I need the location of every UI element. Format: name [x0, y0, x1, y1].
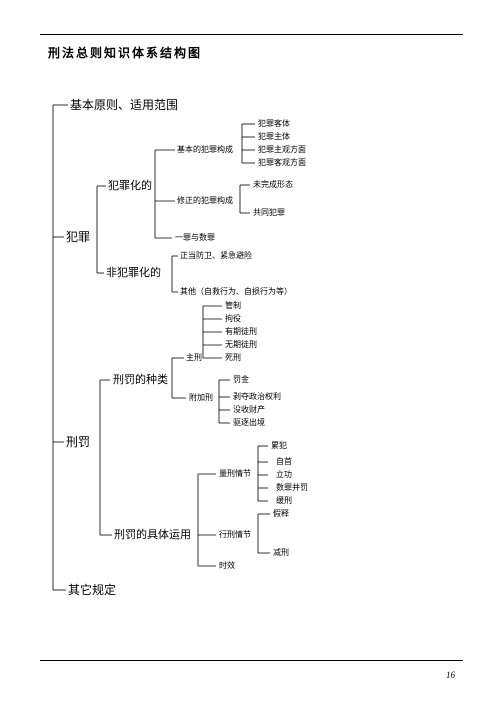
node-punishment-application: 刑罚的具体运用: [114, 528, 191, 541]
leaf-crime-subject: 犯罪主体: [258, 132, 290, 141]
node-criminalizing: 犯罪化的: [108, 179, 152, 192]
leaf-crime-object: 犯罪客体: [258, 119, 290, 128]
leaf-crime-subjective-aspect: 犯罪主观方面: [258, 145, 306, 154]
node-punishment: 刑罚: [66, 435, 91, 449]
leaf-criminal-detention: 拘役: [225, 314, 241, 323]
footer-rule: [40, 660, 463, 661]
leaf-probation: 缓刑: [276, 496, 292, 505]
node-supplementary-penalty: 附加刑: [189, 393, 213, 402]
node-limitation-period: 时效: [219, 561, 235, 570]
leaf-fixed-term-imprisonment: 有期徒刑: [225, 327, 257, 336]
leaf-surrender: 自首: [276, 457, 292, 466]
leaf-joint-crime: 共同犯罪: [253, 208, 285, 217]
page-number: 16: [446, 670, 455, 680]
page-title: 刑法总则知识体系结构图: [48, 46, 203, 60]
leaf-crime-objective-aspect: 犯罪客观方面: [258, 158, 306, 167]
node-basic-constitution: 基本的犯罪构成: [177, 145, 233, 154]
leaf-life-imprisonment: 无期徒刑: [225, 340, 257, 349]
leaf-meritorious-service: 立功: [276, 470, 292, 479]
leaf-commutation: 减刑: [273, 548, 289, 557]
leaf-self-defense-necessity: 正当防卫、紧急避险: [180, 251, 252, 260]
leaf-recidivism: 累犯: [271, 441, 287, 450]
node-crime: 犯罪: [66, 230, 91, 244]
node-decriminalizing: 非犯罪化的: [106, 266, 161, 279]
leaf-parole: 假释: [273, 509, 289, 518]
leaf-deprivation-political-rights: 剥夺政治权利: [233, 392, 281, 401]
header-rule: [40, 34, 463, 35]
node-other-provisions: 其它规定: [68, 583, 117, 597]
leaf-deportation: 驱逐出境: [233, 418, 265, 427]
node-execution-circumstances: 行刑情节: [219, 530, 251, 539]
leaf-death-penalty: 死刑: [225, 353, 241, 362]
leaf-control: 管制: [225, 301, 241, 310]
node-principal-penalty: 主刑: [186, 353, 202, 362]
node-one-or-several-crimes: 一罪与数罪: [175, 233, 215, 242]
leaf-combined-punishment: 数罪并罚: [276, 483, 308, 492]
node-modified-constitution: 修正的犯罪构成: [177, 196, 233, 205]
leaf-fine: 罚金: [233, 375, 249, 384]
node-basic-principles: 基本原则、适用范围: [70, 98, 179, 112]
leaf-incomplete-forms: 未完成形态: [253, 180, 293, 189]
leaf-confiscation-property: 没收财产: [233, 405, 265, 414]
node-punishment-types: 刑罚的种类: [113, 373, 168, 386]
node-sentencing-circumstances: 量刑情节: [219, 469, 251, 478]
leaf-other-self-help: 其他（自救行为、自损行为等）: [180, 287, 292, 296]
